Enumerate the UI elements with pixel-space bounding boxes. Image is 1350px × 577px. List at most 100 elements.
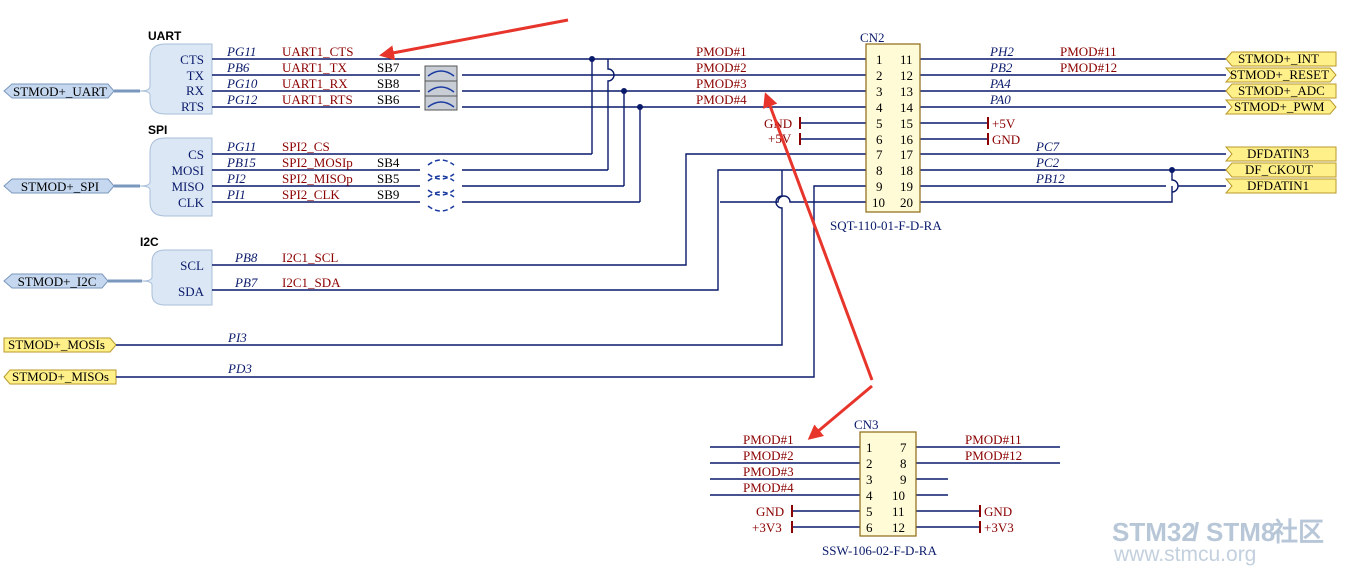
cn3-pin-11: 11 xyxy=(892,504,905,519)
cn3-net-pmod11: PMOD#11 xyxy=(965,432,1022,447)
cn2-net-pmod3: PMOD#3 xyxy=(696,76,747,91)
port-pb2: PB2 xyxy=(989,60,1013,75)
cn3-pin-7: 7 xyxy=(900,440,907,455)
port-stmod-mosis-label: STMOD+_MOSIs xyxy=(8,337,105,352)
watermark-url: www.stmcu.org xyxy=(1113,543,1256,566)
port-pi3: PI3 xyxy=(227,330,247,345)
uart-group-title: UART xyxy=(148,29,182,43)
pin-cs: CS xyxy=(188,147,204,162)
watermark-slash: / xyxy=(1192,517,1199,547)
cn2-net-pmod11: PMOD#11 xyxy=(1060,44,1117,59)
port-stmod-misos: STMOD+_MISOs xyxy=(3,369,117,385)
net-spi2-clk: SPI2_CLK xyxy=(282,187,340,202)
port-pg12: PG12 xyxy=(226,92,258,107)
port-stmod-misos-label: STMOD+_MISOs xyxy=(12,369,109,384)
spi-group-title: SPI xyxy=(148,123,167,137)
net-uart1-tx: UART1_TX xyxy=(282,60,348,75)
port-pb7: PB7 xyxy=(234,275,258,290)
uart-solder-bridges xyxy=(424,65,458,111)
cn2-part-number: SQT-110-01-F-D-RA xyxy=(830,218,942,233)
pin-tx: TX xyxy=(187,68,205,83)
watermark-suffix: 社区 xyxy=(1272,517,1324,547)
cn2-pin-8: 8 xyxy=(876,163,883,178)
pin-miso: MISO xyxy=(171,179,204,194)
cn2-pin-16: 16 xyxy=(900,132,914,147)
port-pi2: PI2 xyxy=(226,171,246,186)
cn2-pin-2: 2 xyxy=(876,68,883,83)
spi-bracket xyxy=(139,137,213,217)
cn3-pin-3: 3 xyxy=(866,472,873,487)
port-stmod-pwm-label: STMOD+_PWM xyxy=(1234,99,1325,114)
port-stmod-adc: STMOD+_ADC xyxy=(1225,83,1337,99)
net-i2c1-scl: I2C1_SCL xyxy=(282,250,338,265)
port-pb6: PB6 xyxy=(226,60,250,75)
port-stmod-spi: STMOD+_SPI xyxy=(3,178,140,194)
cn2-pin-19: 19 xyxy=(900,179,913,194)
connector-cn3: CN3 1 2 3 4 5 6 7 8 9 10 11 12 SSW-106-0… xyxy=(822,417,937,558)
net-spi2-cs: SPI2_CS xyxy=(282,139,330,154)
cn3-pin-2: 2 xyxy=(866,456,873,471)
uart-bracket xyxy=(139,43,213,115)
cn2-ref: CN2 xyxy=(860,30,885,45)
cn3-pin-6: 6 xyxy=(866,520,873,535)
cn2-net-pmod12: PMOD#12 xyxy=(1060,60,1117,75)
bridge-sb7: SB7 xyxy=(377,60,400,75)
cn3-ref: CN3 xyxy=(854,417,879,432)
bridge-sb9: SB9 xyxy=(377,187,399,202)
cn3-pin-1: 1 xyxy=(866,440,873,455)
bridge-sb8: SB8 xyxy=(377,76,399,91)
i2c-group-title: I2C xyxy=(140,235,159,249)
cn2-pin-1: 1 xyxy=(876,52,883,67)
cn2-pin-11: 11 xyxy=(900,52,913,67)
port-ph2: PH2 xyxy=(989,44,1014,59)
spi-solder-bridges xyxy=(427,159,455,212)
wires xyxy=(116,58,1226,528)
port-stmod-reset-label: STMOD+_RESET xyxy=(1230,67,1329,82)
pin-clk: CLK xyxy=(178,195,205,210)
cn2-net-pmod1: PMOD#1 xyxy=(696,44,747,59)
power-bars xyxy=(791,117,989,533)
cn3-pin-12: 12 xyxy=(892,520,905,535)
pin-mosi: MOSI xyxy=(171,163,204,178)
port-dfdatin1: DFDATIN1 xyxy=(1224,178,1337,194)
right-ports: STMOD+_INT STMOD+_RESET STMOD+_ADC STMOD… xyxy=(1224,51,1337,194)
cn3-pin-4: 4 xyxy=(866,488,873,503)
cn2-net-pmod4: PMOD#4 xyxy=(696,92,747,107)
port-df-ckout: DF_CKOUT xyxy=(1225,162,1337,178)
cn2-pin-17: 17 xyxy=(900,147,914,162)
cn3-net-pmod1: PMOD#1 xyxy=(743,432,794,447)
cn2-5v-left: +5V xyxy=(768,131,792,146)
port-stmod-i2c: STMOD+_I2C xyxy=(3,273,142,289)
port-pi1: PI1 xyxy=(226,187,246,202)
net-uart1-rx: UART1_RX xyxy=(282,76,348,91)
port-pg11-uart: PG11 xyxy=(226,44,256,59)
port-stmod-pwm: STMOD+_PWM xyxy=(1224,99,1337,115)
port-pg11-spi: PG11 xyxy=(226,139,256,154)
port-stmod-spi-label: STMOD+_SPI xyxy=(21,179,99,194)
arrow-to-uart-cts xyxy=(379,18,569,61)
cn2-pin-13: 13 xyxy=(900,84,913,99)
cn2-pin-6: 6 xyxy=(876,132,883,147)
port-pb12: PB12 xyxy=(1035,171,1065,186)
net-labels-left: UART1_CTS UART1_TX UART1_RX UART1_RTS SP… xyxy=(282,44,400,290)
cn3-pin-10: 10 xyxy=(892,488,905,503)
pin-rts: RTS xyxy=(181,99,204,114)
cn2-pin-4: 4 xyxy=(876,100,883,115)
bridge-sb4: SB4 xyxy=(377,155,400,170)
i2c-bracket xyxy=(141,249,213,306)
port-stmod-uart: STMOD+_UART xyxy=(3,83,140,99)
cn2-right-labels: PH2 PB2 PA4 PA0 PMOD#11 PMOD#12 PC7 PC2 … xyxy=(989,44,1117,186)
pin-sda: SDA xyxy=(178,284,205,299)
port-stmod-reset: STMOD+_RESET xyxy=(1224,67,1337,83)
cn3-pin-9: 9 xyxy=(900,472,907,487)
net-uart1-rts: UART1_RTS xyxy=(282,92,353,107)
pin-cts: CTS xyxy=(180,52,204,67)
watermark-brand-b: STM8 xyxy=(1206,517,1275,547)
port-pa0: PA0 xyxy=(989,92,1011,107)
port-stmod-uart-label: STMOD+_UART xyxy=(13,84,107,99)
watermark: STM32 / STM8 社区 www.stmcu.org xyxy=(1112,517,1324,566)
arrow-to-cn3-pmod1 xyxy=(807,384,873,440)
cn2-gnd-right: GND xyxy=(992,132,1020,147)
port-pb8: PB8 xyxy=(234,250,258,265)
